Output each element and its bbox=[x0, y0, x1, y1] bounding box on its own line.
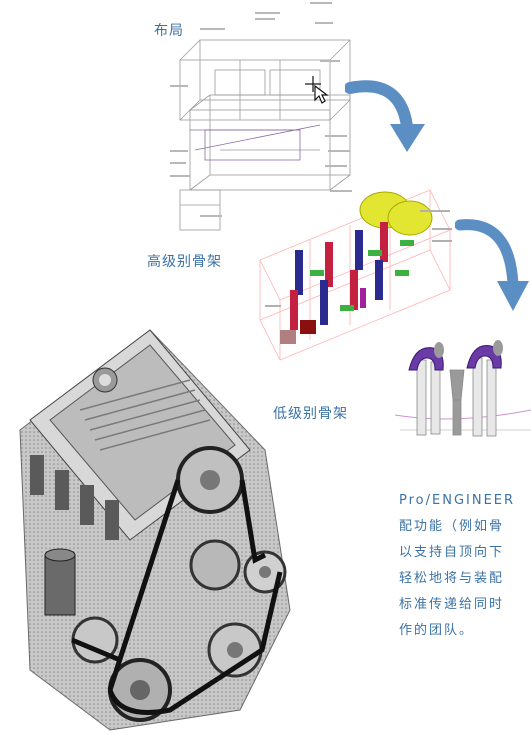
high-level-skeleton-illustration bbox=[259, 189, 452, 361]
high-level-skeleton-label: 高级别骨架 bbox=[147, 254, 222, 270]
low-level-skeleton-label: 低级别骨架 bbox=[273, 406, 348, 422]
engine-assembly-illustration bbox=[19, 329, 291, 731]
description-line: 以支持自顶向下 bbox=[399, 545, 505, 560]
description-paragraph: Pro/ENGINEER 配功能（例如骨 以支持自顶向下 轻松地将与装配 标准传… bbox=[399, 488, 531, 644]
layout-wireframe-illustration bbox=[170, 2, 352, 231]
move-cursor-icon bbox=[305, 76, 329, 104]
arrow-icon bbox=[345, 80, 425, 152]
description-line: Pro/ENGINEER bbox=[399, 493, 516, 508]
low-level-skeleton-illustration bbox=[395, 340, 531, 437]
description-line: 标准传递给同时 bbox=[399, 597, 505, 612]
layout-label: 布局 bbox=[154, 23, 184, 39]
description-line: 配功能（例如骨 bbox=[399, 519, 505, 534]
arrow-icon bbox=[455, 219, 529, 311]
description-line: 作的团队。 bbox=[399, 623, 475, 638]
description-line: 轻松地将与装配 bbox=[399, 571, 505, 586]
